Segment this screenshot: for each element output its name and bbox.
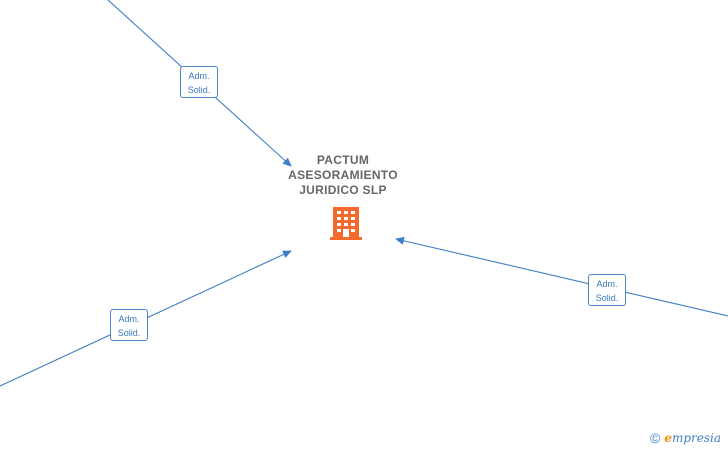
company-name[interactable]: PACTUM ASESORAMIENTO JURIDICO SLP <box>273 153 413 198</box>
relation-label-role: Adm. <box>596 279 618 289</box>
company-name-line-2: ASESORAMIENTO <box>288 168 398 182</box>
relation-label-role: Adm. <box>188 71 210 81</box>
relation-label-bottom-left[interactable]: Adm. Solid. <box>110 309 148 341</box>
relation-label-type: Solid. <box>117 328 141 338</box>
brand-name: mpresia <box>671 431 722 445</box>
building-icon[interactable] <box>330 206 362 240</box>
relation-label-right[interactable]: Adm. Solid. <box>588 274 626 306</box>
company-name-line-1: PACTUM <box>316 153 370 167</box>
empresia-watermark: ©empresia <box>650 430 721 446</box>
edge-right <box>395 236 728 317</box>
company-name-line-3: JURIDICO SLP <box>299 183 387 197</box>
copyright-symbol: © <box>650 430 661 446</box>
relation-label-type: Solid. <box>595 293 619 303</box>
brand-initial: e <box>664 431 672 445</box>
relation-label-role: Adm. <box>118 314 140 324</box>
relation-label-top-left[interactable]: Adm. Solid. <box>180 66 218 98</box>
relation-label-type: Solid. <box>187 85 211 95</box>
